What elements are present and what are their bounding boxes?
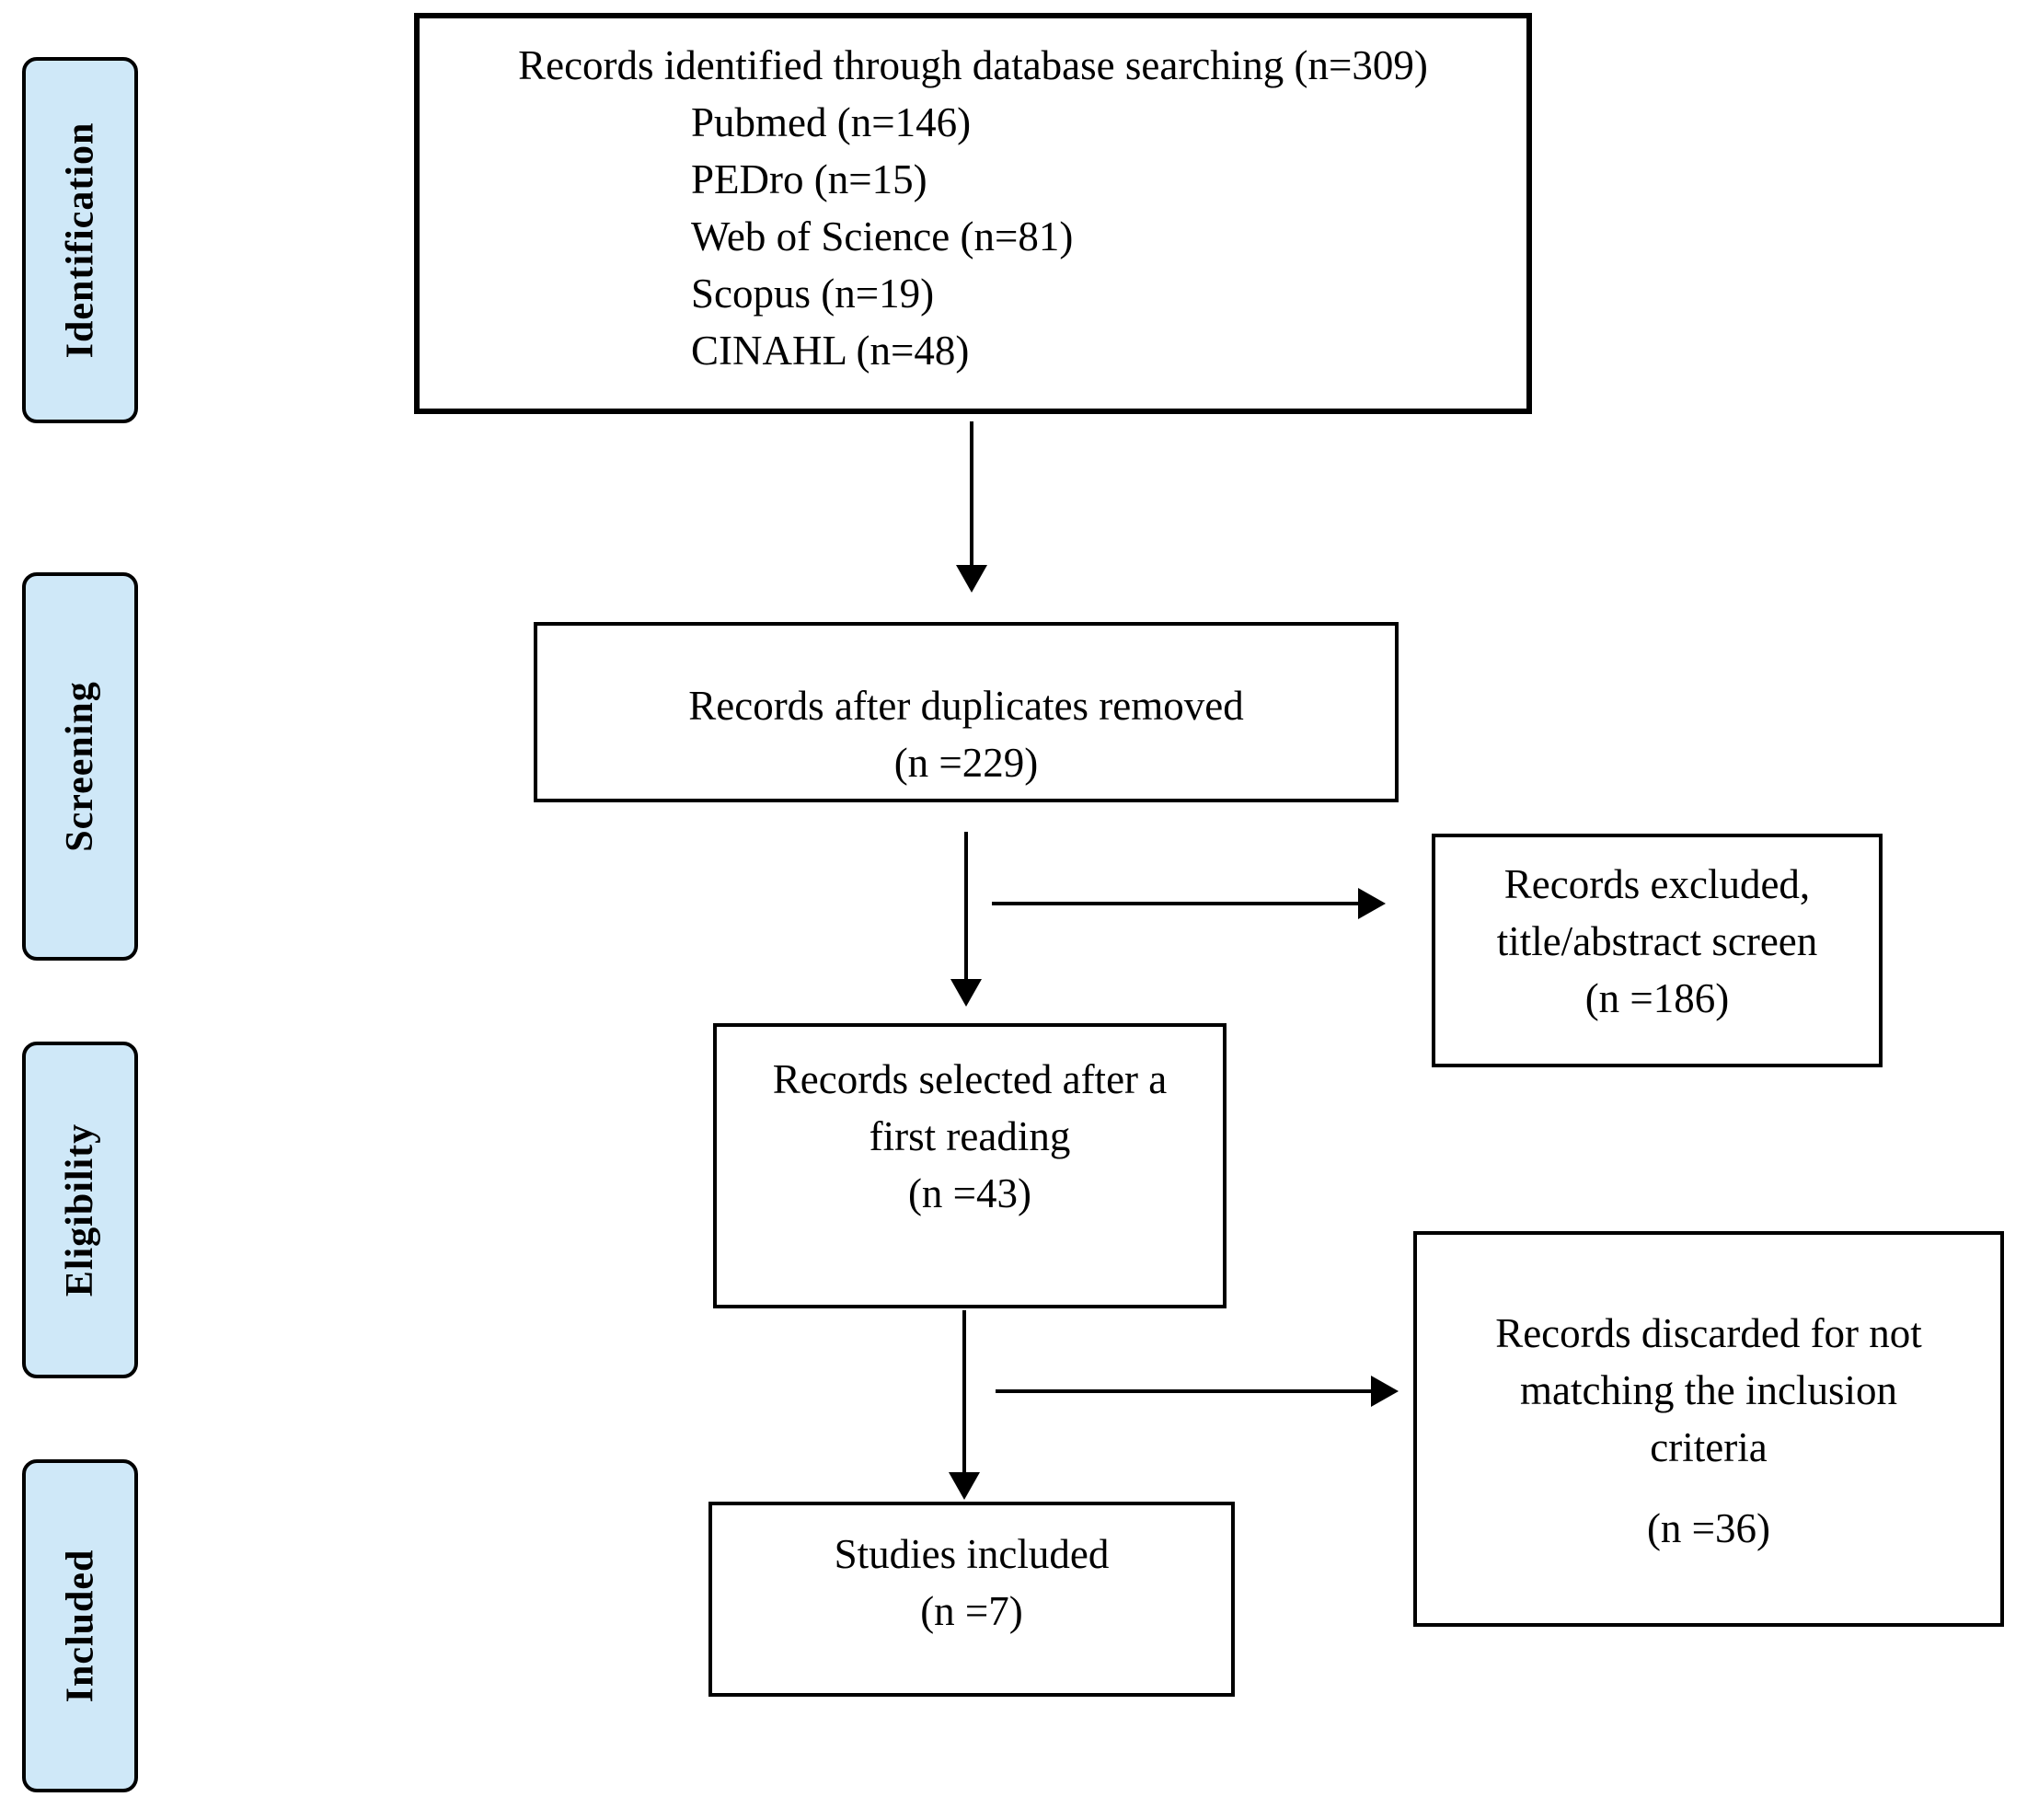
arrow-to-discarded-shaft: [996, 1389, 1373, 1393]
arrow-duplicates-to-first-reading-head: [950, 979, 982, 1007]
first-reading-line-2: first reading: [869, 1113, 1071, 1159]
arrow-to-discarded-head: [1371, 1376, 1399, 1407]
duplicates-removed-count: (n =229): [893, 740, 1039, 786]
source-pubmed: Pubmed (n=146): [691, 99, 972, 145]
box-records-identified: Records identified through database sear…: [414, 13, 1532, 414]
arrow-duplicates-to-first-reading-shaft: [964, 832, 968, 981]
excluded-line-2: title/abstract screen: [1496, 918, 1818, 964]
box-studies-included: Studies included (n =7): [708, 1502, 1235, 1697]
arrow-first-reading-to-included-head: [949, 1472, 980, 1500]
first-reading-line-1: Records selected after a: [772, 1056, 1168, 1102]
source-pedro: PEDro (n=15): [691, 156, 927, 202]
stage-included-label: Included: [59, 1549, 102, 1703]
stage-eligibility: Eligibility: [22, 1042, 138, 1378]
excluded-line-1: Records excluded,: [1503, 861, 1811, 907]
discarded-line-2: matching the inclusion: [1520, 1367, 1897, 1413]
source-cinahl: CINAHL (n=48): [691, 328, 970, 374]
stage-screening: Screening: [22, 572, 138, 961]
stage-identification-label: Identification: [59, 121, 102, 359]
source-scopus: Scopus (n=19): [691, 271, 935, 317]
arrow-first-reading-to-included-shaft: [962, 1310, 966, 1474]
duplicates-removed-line: Records after duplicates removed: [688, 683, 1244, 729]
studies-included-count: (n =7): [920, 1588, 1023, 1634]
box-records-discarded: Records discarded for not matching the i…: [1413, 1231, 2004, 1627]
first-reading-count: (n =43): [907, 1170, 1032, 1216]
discarded-count: (n =36): [1646, 1505, 1771, 1551]
stage-included: Included: [22, 1459, 138, 1792]
box-duplicates-removed: Records after duplicates removed (n =229…: [534, 622, 1399, 802]
studies-included-line: Studies included: [834, 1531, 1110, 1577]
stage-screening-label: Screening: [59, 681, 101, 852]
box-first-reading: Records selected after a first reading (…: [713, 1023, 1227, 1308]
box-records-excluded: Records excluded, title/abstract screen …: [1432, 834, 1883, 1067]
arrow-to-excluded-head: [1358, 888, 1386, 919]
excluded-count: (n =186): [1584, 975, 1730, 1021]
discarded-line-3: criteria: [1650, 1424, 1768, 1470]
arrow-identified-to-duplicates-head: [956, 565, 987, 593]
source-web-of-science: Web of Science (n=81): [691, 213, 1074, 259]
stage-eligibility-label: Eligibility: [59, 1123, 101, 1297]
stage-identification: Identification: [22, 57, 138, 423]
records-identified-title: Records identified through database sear…: [518, 42, 1428, 88]
arrow-to-excluded-shaft: [992, 902, 1360, 905]
arrow-identified-to-duplicates-shaft: [970, 421, 973, 567]
discarded-line-1: Records discarded for not: [1495, 1310, 1922, 1356]
